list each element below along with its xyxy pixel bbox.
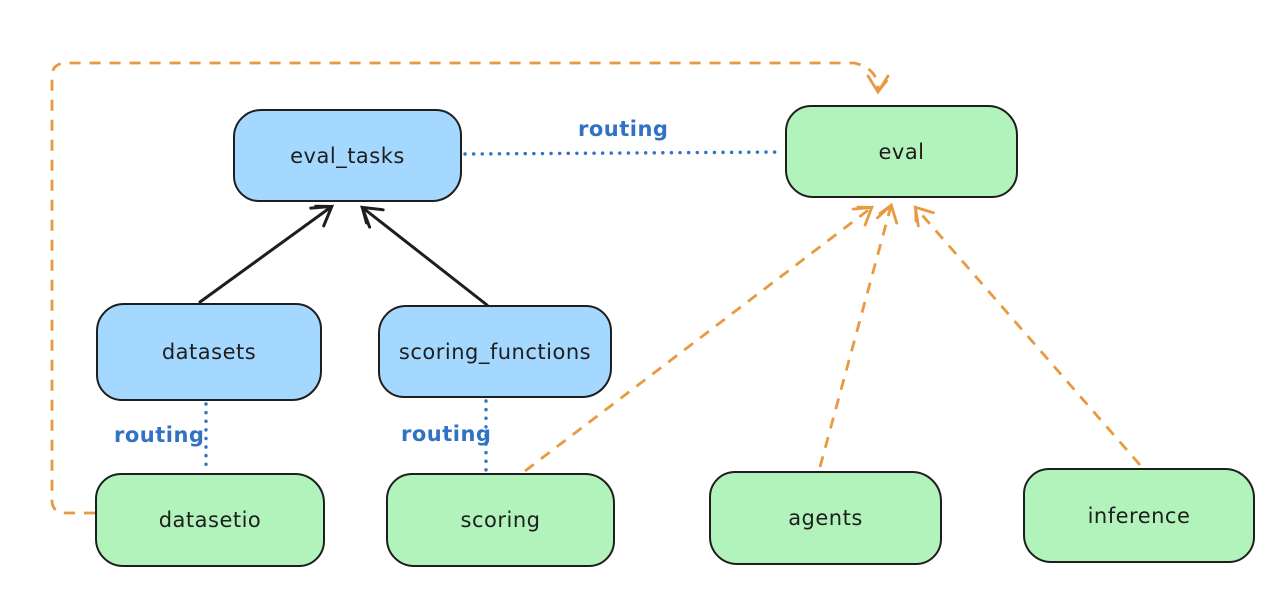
node-scoring-label: scoring [460, 508, 541, 532]
node-eval-tasks: eval_tasks [233, 109, 462, 202]
node-inference-label: inference [1087, 503, 1191, 528]
edge-datasetio-to-eval [50, 61, 890, 515]
node-agents-label: agents [788, 506, 863, 530]
node-eval-tasks-label: eval_tasks [290, 143, 405, 168]
edge-agents-to-eval [818, 202, 899, 468]
node-scoring: scoring [386, 473, 615, 567]
edge-scoring-functions-to-eval-tasks [359, 205, 489, 307]
edge-routing-eval-tasks-to-eval [463, 150, 785, 156]
node-datasets-label: datasets [161, 340, 257, 364]
node-eval-label: eval [878, 139, 925, 164]
node-eval: eval [785, 105, 1018, 198]
node-datasetio-label: datasetio [158, 508, 262, 532]
routing-label-scoring-functions-scoring: routing [401, 422, 492, 446]
edge-inference-to-eval [913, 205, 1142, 466]
edge-scoring-to-eval [524, 205, 874, 473]
edge-datasets-to-eval-tasks [198, 204, 335, 304]
node-agents: agents [709, 471, 942, 565]
node-scoring-functions: scoring_functions [378, 305, 612, 398]
node-datasets: datasets [96, 303, 322, 401]
node-inference: inference [1023, 468, 1255, 563]
routing-label-datasets-datasetio: routing [114, 423, 205, 447]
node-scoring-functions-label: scoring_functions [398, 339, 592, 364]
routing-label-eval-tasks-eval: routing [578, 117, 669, 141]
node-datasetio: datasetio [95, 473, 325, 567]
